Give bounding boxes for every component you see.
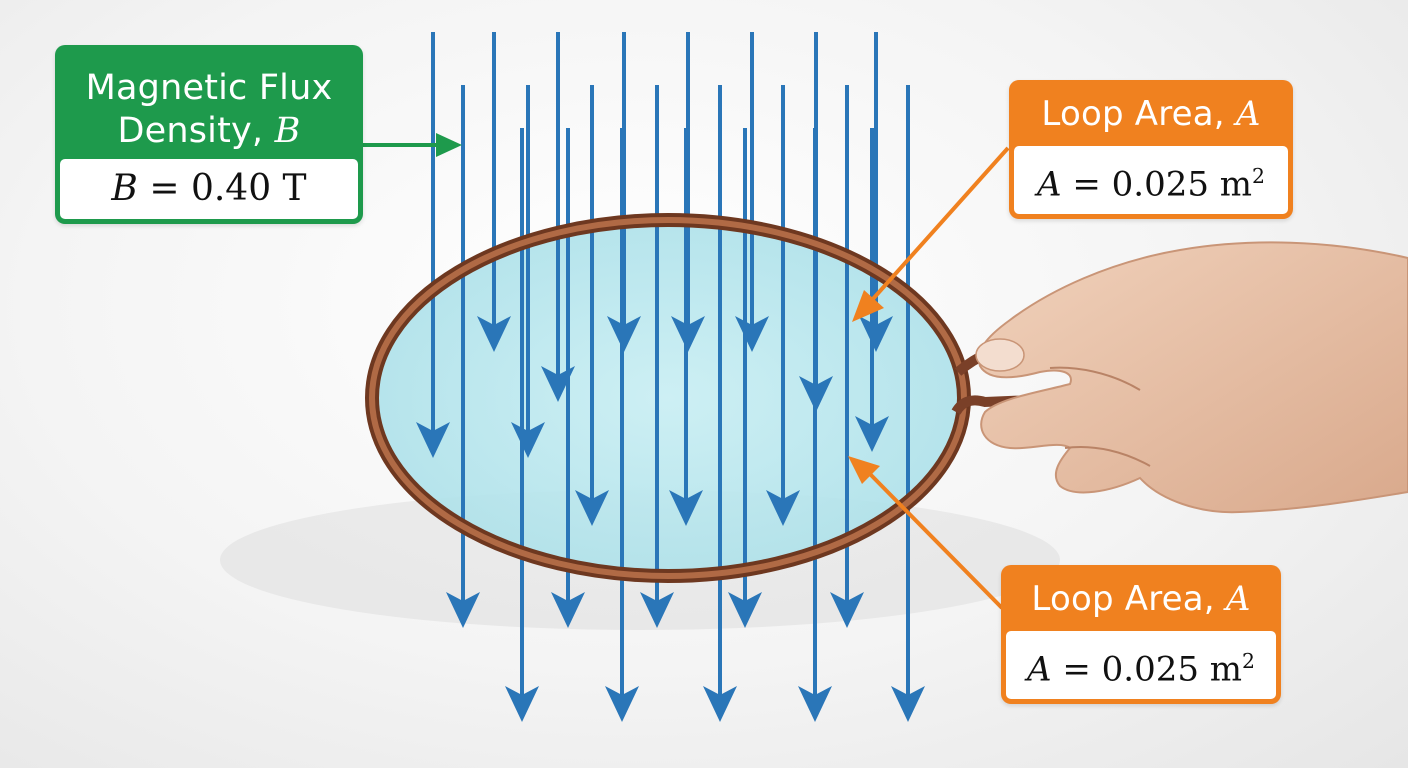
field-arrow-11-icon xyxy=(575,85,609,526)
field-arrow-head xyxy=(830,592,864,628)
loop-area-equation-var-bottom: A xyxy=(1026,649,1052,690)
field-arrow-head xyxy=(855,416,889,452)
field-arrow-head xyxy=(640,592,674,628)
field-arrow-head xyxy=(798,686,832,722)
field-arrow-10-icon xyxy=(511,85,545,458)
field-arrow-20-icon xyxy=(855,128,889,452)
field-arrow-head xyxy=(551,592,585,628)
field-arrow-19-icon xyxy=(669,128,703,526)
field-arrow-13-icon xyxy=(703,85,737,722)
field-arrow-23-icon xyxy=(798,128,832,722)
flux-density-heading: Magnetic Flux Density, B xyxy=(55,45,363,159)
field-arrow-12-icon xyxy=(640,85,674,628)
field-arrow-head xyxy=(766,490,800,526)
field-arrow-head xyxy=(669,490,703,526)
loop-area-equation-exponent-top: 2 xyxy=(1252,164,1266,188)
field-arrow-head xyxy=(859,316,893,352)
flux-density-heading-text: Magnetic Flux Density, xyxy=(85,68,333,151)
loop-area-equation-exponent-bottom: 2 xyxy=(1242,649,1256,673)
loop-area-equation-var-top: A xyxy=(1036,164,1062,205)
field-arrow-head xyxy=(891,686,925,722)
field-arrow-head xyxy=(446,592,480,628)
loop-area-equation-value-top: = 0.025 m xyxy=(1061,164,1253,205)
area-pointer-arrow-bottom xyxy=(848,456,1004,610)
field-arrow-head xyxy=(605,686,639,722)
field-arrow-head xyxy=(575,490,609,526)
loop-area-equation-value-bottom: = 0.025 m xyxy=(1051,649,1243,690)
field-arrow-17-icon xyxy=(505,128,539,722)
loop-area-heading-bottom: Loop Area, A xyxy=(1001,565,1281,631)
loop-area-heading-top: Loop Area, A xyxy=(1009,80,1293,146)
field-arrow-15-icon xyxy=(830,85,864,628)
flux-density-heading-var: B xyxy=(274,111,301,151)
flux-density-equation: B = 0.40 T xyxy=(60,159,358,219)
field-arrow-head xyxy=(703,686,737,722)
field-arrow-22-icon xyxy=(728,128,762,628)
field-arrow-14-icon xyxy=(766,85,800,526)
loop-area-heading-text-top: Loop Area, xyxy=(1041,94,1225,134)
field-arrow-1-icon xyxy=(416,32,450,458)
flux-density-callout: Magnetic Flux Density, B B = 0.40 T xyxy=(55,45,363,224)
loop-area-heading-var-bottom: A xyxy=(1225,579,1251,619)
flux-density-equation-var: B xyxy=(111,168,138,209)
flux-density-equation-value: = 0.40 T xyxy=(137,168,307,209)
loop-area-equation-top: A = 0.025 m2 xyxy=(1014,146,1288,215)
field-arrow-head xyxy=(505,686,539,722)
field-arrow-head xyxy=(416,422,450,458)
field-arrow-head xyxy=(511,422,545,458)
loop-area-callout-bottom: Loop Area, A A = 0.025 m2 xyxy=(1001,565,1281,705)
loop-area-equation-bottom: A = 0.025 m2 xyxy=(1006,631,1276,700)
field-arrow-8-icon xyxy=(859,32,893,352)
field-arrow-16-icon xyxy=(891,85,925,722)
area-pointer-arrow-top xyxy=(852,146,1010,322)
field-arrow-2-icon xyxy=(477,32,511,352)
magnetic-field-arrows xyxy=(416,32,925,722)
loop-area-heading-var-top: A xyxy=(1235,94,1261,134)
field-arrow-head xyxy=(477,316,511,352)
loop-area-callout-top: Loop Area, A A = 0.025 m2 xyxy=(1009,80,1293,220)
flux-pointer-arrow xyxy=(363,133,462,157)
field-arrow-head xyxy=(728,592,762,628)
loop-area-heading-text-bottom: Loop Area, xyxy=(1031,579,1215,619)
field-arrow-21-icon xyxy=(551,128,585,628)
hand-icon xyxy=(975,241,1408,514)
